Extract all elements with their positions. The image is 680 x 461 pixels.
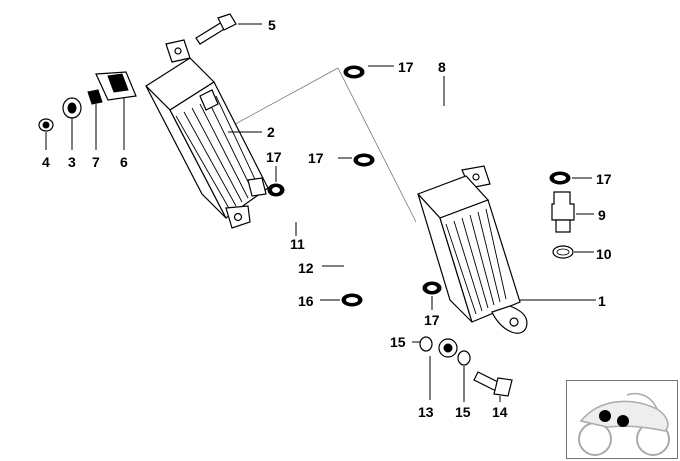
location-marker-dot: [599, 410, 611, 422]
locator-thumbnail: [566, 380, 678, 459]
location-marker-dot: [617, 415, 629, 427]
callout-17: 17: [266, 149, 282, 165]
sealing-washer-15: [419, 336, 433, 352]
bushing-4: [38, 118, 54, 132]
hose-8: [347, 78, 566, 169]
o-ring-10: [552, 245, 574, 259]
callout-15: 15: [455, 404, 471, 420]
hose-clamp: [267, 183, 285, 197]
callout-10: 10: [596, 246, 612, 262]
bracket-6: [95, 71, 137, 101]
motorcycle-locator-icon: [578, 392, 670, 456]
callout-14: 14: [492, 404, 508, 420]
callout-7: 7: [92, 154, 100, 170]
callout-1: 1: [598, 293, 606, 309]
callout-12: 12: [298, 260, 314, 276]
callout-16: 16: [298, 293, 314, 309]
callout-17: 17: [398, 59, 414, 75]
grommet-3: [62, 97, 82, 119]
hose-clamp: [422, 281, 442, 295]
hose-13: [316, 313, 443, 418]
callout-3: 3: [68, 154, 76, 170]
assembly-guide-line: [227, 67, 339, 129]
callout-5: 5: [268, 17, 276, 33]
clip-7: [87, 89, 103, 105]
oil-cooler-left: [145, 39, 269, 229]
callout-15: 15: [390, 334, 406, 350]
callout-17: 17: [308, 150, 324, 166]
assembly-guide-line: [337, 67, 417, 223]
oil-cooler-right: [416, 165, 528, 334]
banjo-bolt-14: [473, 371, 513, 397]
callout-17: 17: [424, 312, 440, 328]
hose-clamp: [343, 65, 365, 79]
hose-clamp: [341, 293, 363, 307]
callout-11: 11: [290, 236, 305, 252]
callout-4: 4: [42, 154, 50, 170]
callout-9: 9: [598, 207, 606, 223]
callout-2: 2: [267, 124, 275, 140]
banjo-fitting: [438, 338, 458, 358]
fitting-9: [551, 191, 575, 233]
hose-clamp: [353, 153, 375, 167]
callout-13: 13: [418, 404, 434, 420]
bolt-5: [195, 13, 237, 45]
hose-clamp: [549, 171, 571, 185]
callout-8: 8: [438, 59, 446, 75]
sealing-washer-15: [457, 350, 471, 366]
hose-11: [288, 200, 428, 277]
callout-17: 17: [596, 171, 612, 187]
callout-6: 6: [120, 154, 128, 170]
